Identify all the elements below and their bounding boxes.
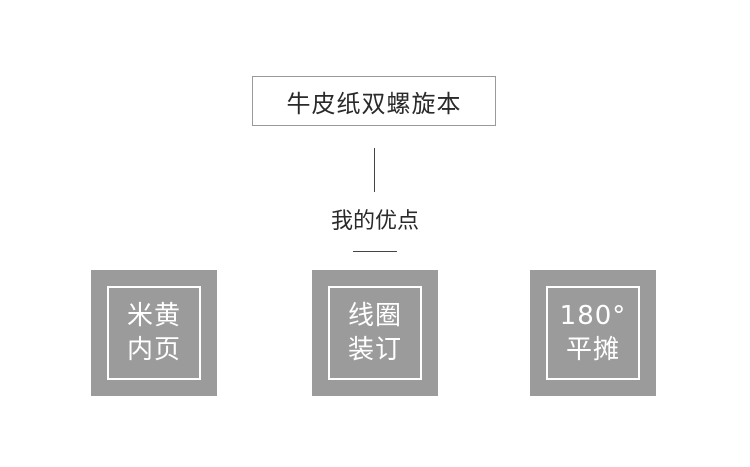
feature-line-2: 平摊 [565,335,620,365]
feature-tile-lay-flat: 180° 平摊 [530,270,656,396]
feature-tile-frame: 线圈 装订 [328,286,422,380]
connector-line [374,148,375,192]
feature-tile-paper: 米黄 内页 [91,270,217,396]
heading-underline [353,251,397,252]
feature-tile-frame: 180° 平摊 [546,286,640,380]
section-heading: 我的优点 [330,209,419,234]
feature-line-2: 装订 [347,335,402,365]
feature-tile-frame: 米黄 内页 [107,286,201,380]
feature-line-1: 180° [559,301,627,331]
feature-line-1: 米黄 [126,301,181,331]
feature-line-2: 内页 [126,335,181,365]
feature-tile-binding: 线圈 装订 [312,270,438,396]
feature-line-1: 线圈 [347,301,402,331]
product-title: 牛皮纸双螺旋本 [252,76,496,126]
